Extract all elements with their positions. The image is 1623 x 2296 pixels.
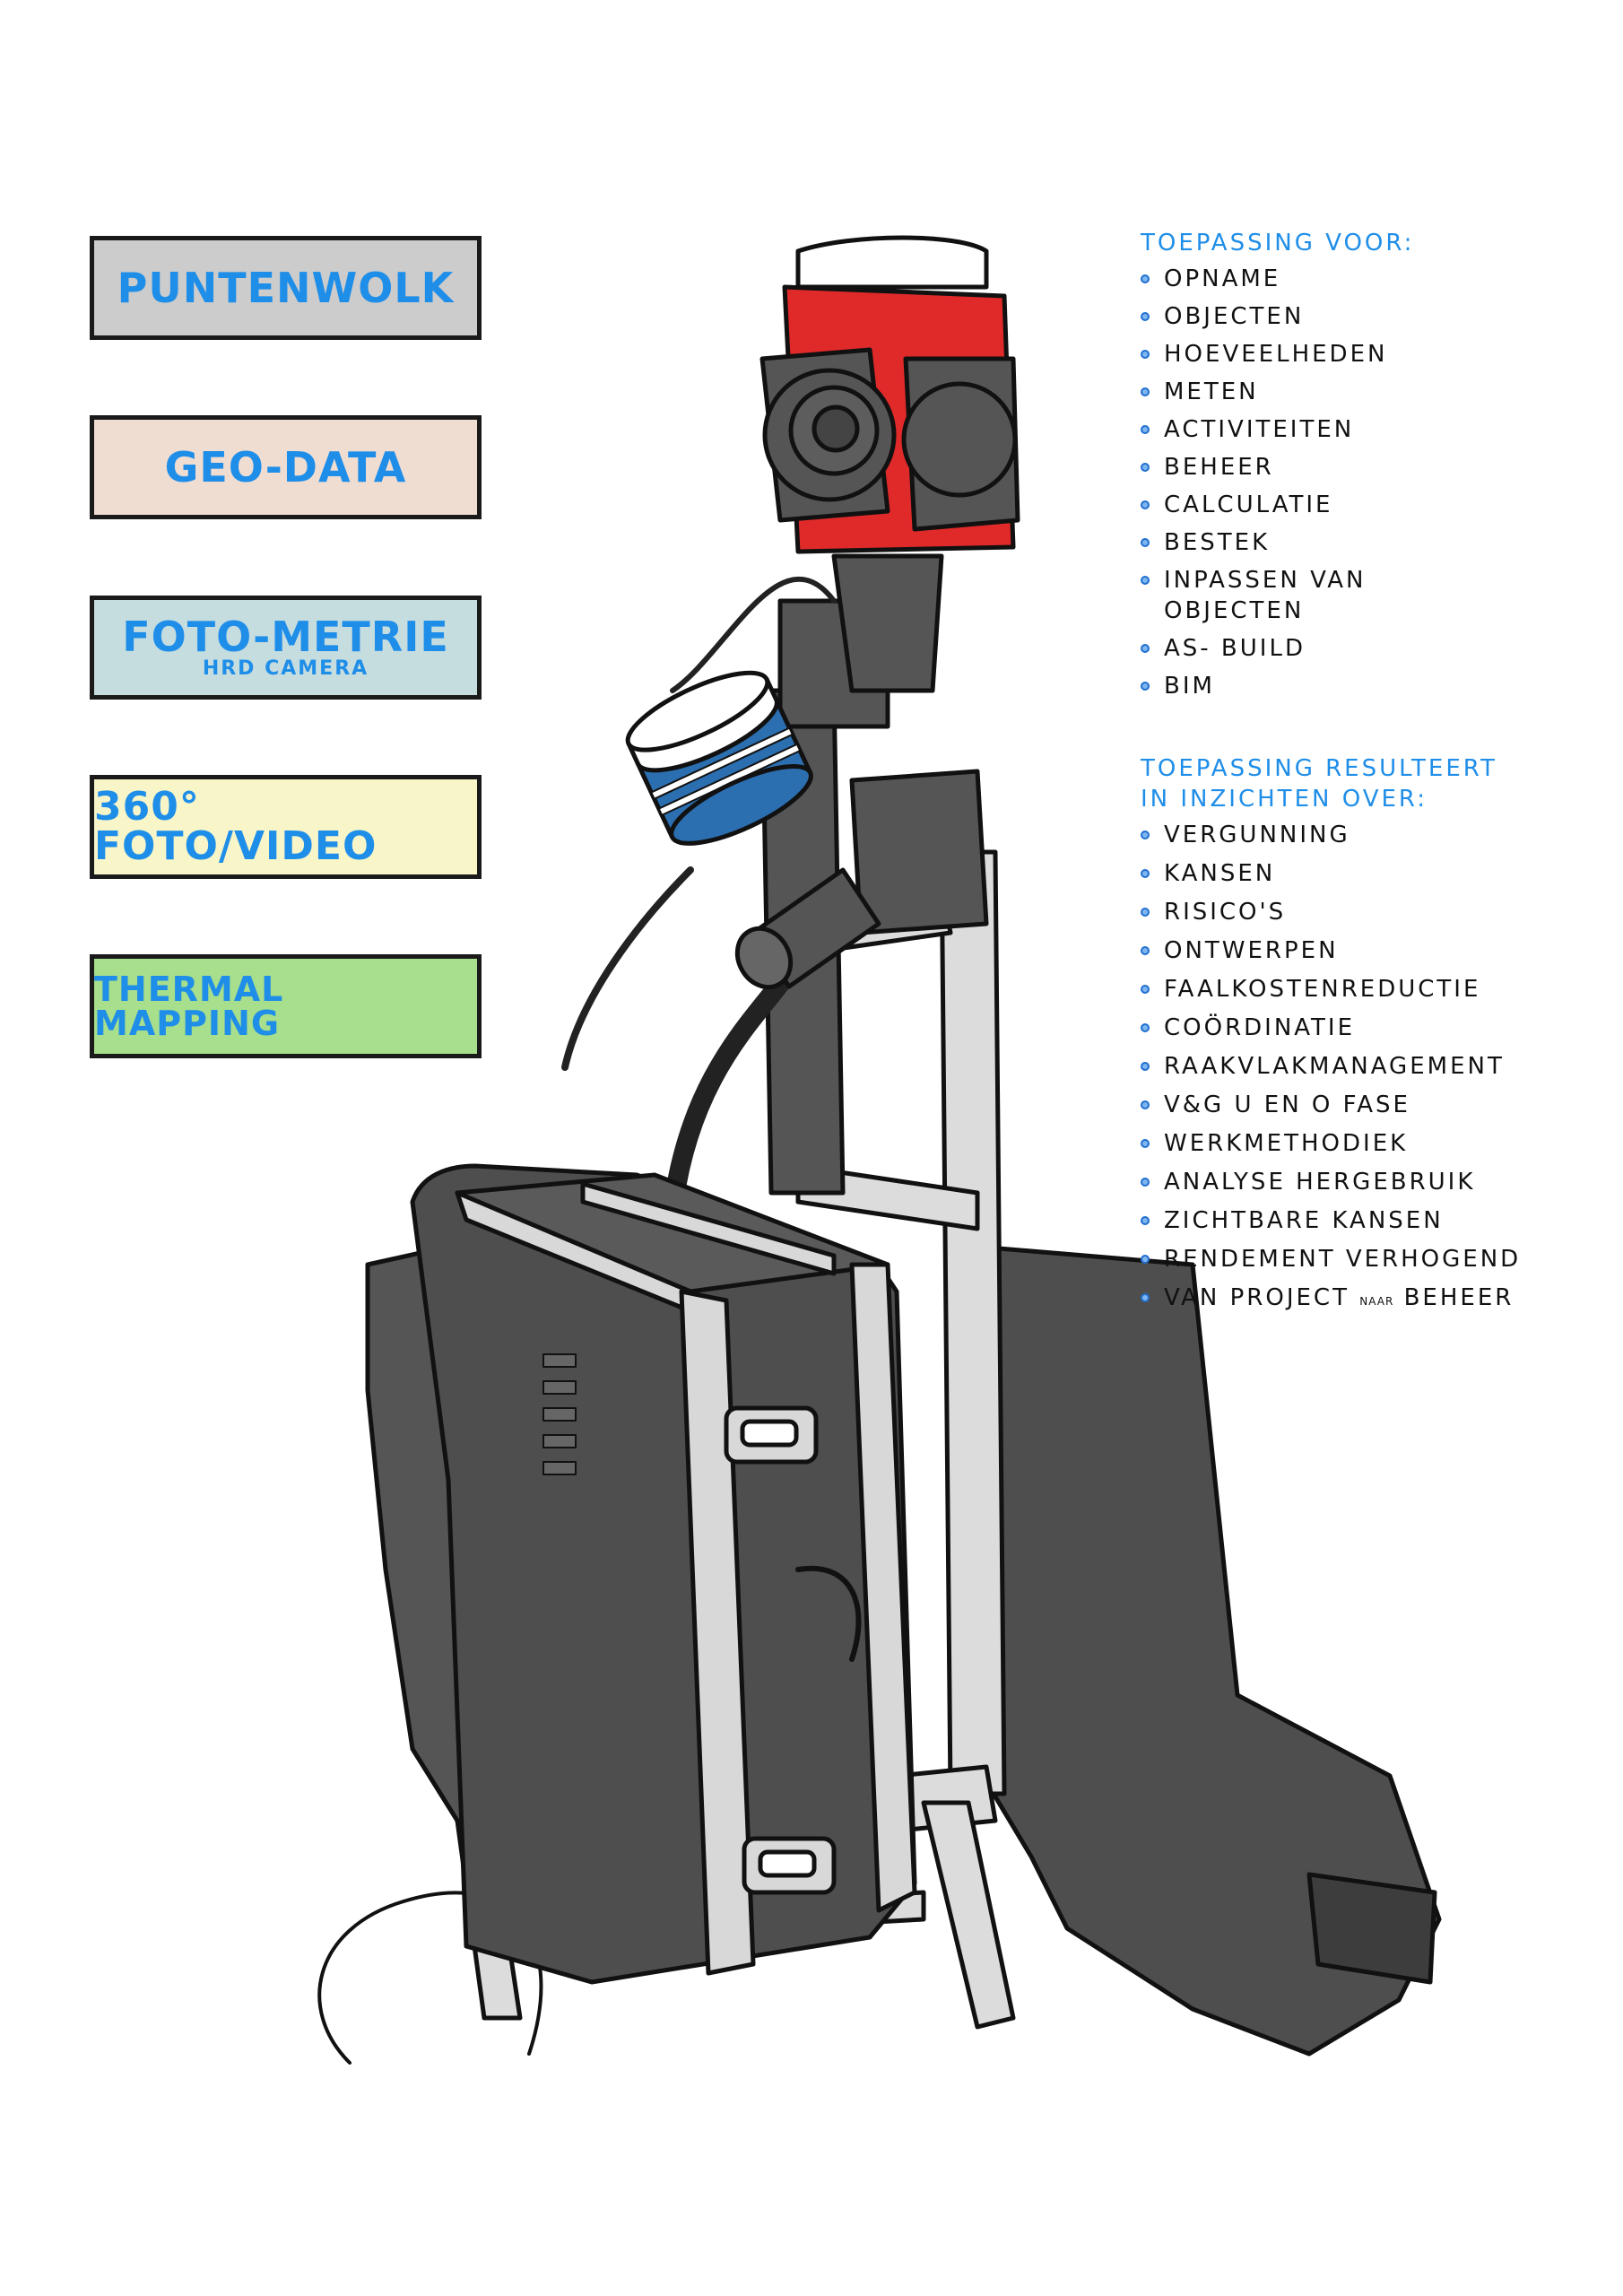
tile-label: GEO-DATA <box>164 443 407 491</box>
list-item-label: BESTEK <box>1164 529 1271 556</box>
list-item: BEHEER <box>1139 452 1605 483</box>
list-item-label: WERKMETHODIEK <box>1164 1130 1409 1157</box>
list-item-label: VAN PROJECT <box>1164 1284 1350 1311</box>
bullet-icon <box>1141 312 1150 321</box>
bullet-icon <box>1141 387 1150 396</box>
list-item-label: COÖRDINATIE <box>1164 1014 1356 1041</box>
bullet-icon <box>1141 869 1150 878</box>
list-item-label: FAALKOSTENREDUCTIE <box>1164 976 1481 1003</box>
list-item-label: ONTWERPEN <box>1164 937 1339 964</box>
list-item-label: RAAKVLAKMANAGEMENT <box>1164 1053 1505 1080</box>
list-item-label: OPNAME <box>1164 265 1281 292</box>
bullet-icon <box>1141 350 1150 359</box>
list-item: OPNAME <box>1139 264 1605 294</box>
toepassing-list: OPNAME OBJECTEN HOEVEELHEDEN METEN ACTIV… <box>1139 264 1605 701</box>
bullet-icon <box>1141 1216 1150 1225</box>
list-item: CALCULATIE <box>1139 490 1605 520</box>
list-item: AS- BUILD <box>1139 633 1605 664</box>
list-item: BESTEK <box>1139 527 1605 558</box>
bullet-icon <box>1141 644 1150 653</box>
bullet-icon <box>1141 682 1150 691</box>
bullet-icon <box>1141 274 1150 283</box>
list-item: V&G U EN O FASE <box>1139 1090 1605 1120</box>
bullet-icon <box>1141 425 1150 434</box>
bullet-icon <box>1141 1062 1150 1071</box>
list-item-label: RENDEMENT VERHOGEND <box>1164 1246 1522 1273</box>
tile-geo-data: GEO-DATA <box>90 415 482 519</box>
list-item: VERGUNNING <box>1139 820 1605 850</box>
list-item-label: OBJECTEN <box>1164 303 1305 330</box>
list-item-label: METEN <box>1164 378 1259 405</box>
list-item: FAALKOSTENREDUCTIE <box>1139 974 1605 1004</box>
list-item-label: VERGUNNING <box>1164 822 1350 848</box>
resultaat-list: VERGUNNING KANSEN RISICO'S ONTWERPEN FAA… <box>1139 820 1605 1317</box>
list-item-label: KANSEN <box>1164 860 1276 887</box>
list-item-label: ACTIVITEITEN <box>1164 416 1355 443</box>
list-item-label: AS- BUILD <box>1164 635 1306 662</box>
list-item-label: CALCULATIE <box>1164 491 1333 518</box>
list-item: RISICO'S <box>1139 897 1605 927</box>
list-item: WERKMETHODIEK <box>1139 1128 1605 1159</box>
tile-thermal-mapping: THERMAL MAPPING <box>90 954 482 1058</box>
list-item: BIM <box>1139 671 1605 701</box>
tile-label: FOTO-METRIE <box>122 613 449 661</box>
toepassing-section: TOEPASSING VOOR: OPNAME OBJECTEN HOEVEEL… <box>1139 228 1605 709</box>
list-item-label: RISICO'S <box>1164 899 1287 926</box>
list-item: HOEVEELHEDEN <box>1139 339 1605 370</box>
list-item-label: BEHEER <box>1164 454 1274 481</box>
bullet-icon <box>1141 1023 1150 1032</box>
bullet-icon <box>1141 576 1150 585</box>
tile-sublabel: HRD CAMERA <box>202 657 369 680</box>
toepassing-title: TOEPASSING VOOR: <box>1141 230 1415 257</box>
list-item-label: V&G U EN O FASE <box>1164 1091 1410 1118</box>
bullet-icon <box>1141 1139 1150 1148</box>
list-item: KANSEN <box>1139 858 1605 889</box>
tile-foto-metrie: FOTO-METRIE HRD CAMERA <box>90 596 482 700</box>
list-item: INPASSEN VAN OBJECTEN <box>1139 565 1397 626</box>
bullet-icon <box>1141 908 1150 917</box>
bullet-icon <box>1141 538 1150 547</box>
list-item-label: ANALYSE HERGEBRUIK <box>1164 1169 1476 1196</box>
list-item-label: HOEVEELHEDEN <box>1164 341 1388 368</box>
resultaat-title: TOEPASSING RESULTEERT IN INZICHTEN OVER: <box>1141 755 1497 813</box>
list-item: ONTWERPEN <box>1139 935 1605 966</box>
list-item: ANALYSE HERGEBRUIK <box>1139 1167 1605 1197</box>
bullet-icon <box>1141 1178 1150 1187</box>
tile-label: PUNTENWOLK <box>117 264 455 312</box>
list-item: METEN <box>1139 377 1605 407</box>
bullet-icon <box>1141 1100 1150 1109</box>
list-item: OBJECTEN <box>1139 301 1605 332</box>
list-item: COÖRDINATIE <box>1139 1013 1605 1043</box>
resultaat-section: TOEPASSING RESULTEERT IN INZICHTEN OVER:… <box>1139 753 1605 1325</box>
list-item: RENDEMENT VERHOGEND <box>1139 1244 1605 1274</box>
tile-label: 360° FOTO/VIDEO <box>94 784 378 869</box>
bullet-icon <box>1141 985 1150 994</box>
bullet-icon <box>1141 463 1150 472</box>
list-item: VAN PROJECT NAAR BEHEER <box>1139 1283 1605 1317</box>
list-item-label: INPASSEN VAN OBJECTEN <box>1164 567 1367 624</box>
list-item: RAAKVLAKMANAGEMENT <box>1139 1051 1605 1082</box>
list-item-label: BIM <box>1164 673 1215 700</box>
list-item-label: ZICHTBARE KANSEN <box>1164 1207 1444 1234</box>
list-item: ACTIVITEITEN <box>1139 414 1605 445</box>
tile-label: THERMAL MAPPING <box>94 970 284 1043</box>
list-item-label: BEHEER <box>1403 1284 1515 1311</box>
bullet-icon <box>1141 500 1150 509</box>
bullet-icon <box>1141 831 1150 839</box>
bullet-icon <box>1141 1293 1150 1302</box>
bullet-icon <box>1141 1255 1150 1264</box>
list-item: ZICHTBARE KANSEN <box>1139 1205 1605 1236</box>
tile-puntenwolk: PUNTENWOLK <box>90 236 482 340</box>
list-item-small-label: NAAR <box>1359 1295 1394 1308</box>
backpack-scanner-illustration <box>317 235 1442 2065</box>
tile-360-foto-video: 360° FOTO/VIDEO <box>90 775 482 879</box>
bullet-icon <box>1141 946 1150 955</box>
